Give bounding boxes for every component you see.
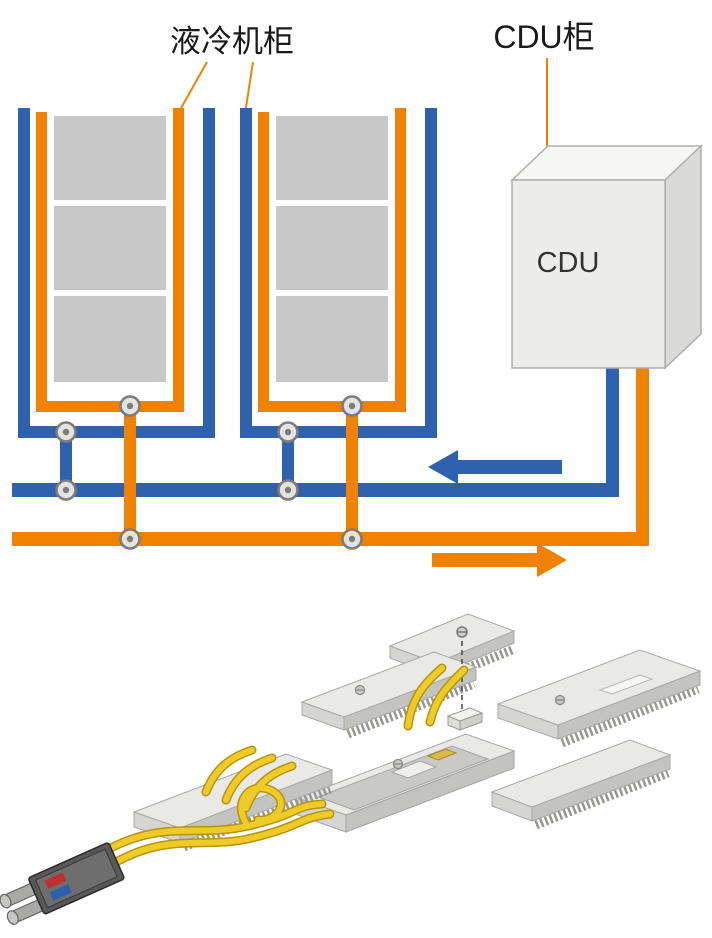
hose (427, 667, 467, 725)
red-port-mark (44, 872, 67, 889)
valve-icon (55, 479, 77, 501)
cdu-cabinet-label: CDU柜 (493, 19, 594, 55)
screw-icon (456, 626, 468, 638)
cabinet2-orange-drop-pipe (346, 412, 358, 532)
supply-flow-arrow-left-icon (428, 450, 562, 484)
valve-icon (119, 528, 141, 550)
hose (238, 784, 284, 829)
hose (203, 747, 255, 795)
blue-supply-main-line (12, 483, 619, 497)
cabinet-2 (240, 108, 437, 532)
server-module-illustration (0, 613, 702, 925)
orange-return-main-line (12, 532, 649, 546)
valve-icons (55, 395, 363, 550)
cabinet-label: 液冷机柜 (170, 24, 294, 59)
screw-icon (392, 758, 404, 770)
quick-connector (0, 842, 125, 925)
screw-icon (354, 684, 366, 696)
cdu-blue-riser-pipe (606, 368, 619, 497)
server-blocks (54, 116, 166, 382)
cdu-box-label: CDU (537, 247, 600, 279)
blue-port-mark (49, 884, 72, 901)
chassis-tray (296, 733, 516, 833)
hose (103, 811, 333, 871)
valve-icon (341, 395, 363, 417)
inline-connector (446, 707, 484, 731)
cabinet1-orange-drop-pipe (124, 412, 136, 532)
return-flow-arrow-right-icon (432, 543, 567, 577)
cabinet-label-leader-lines (179, 61, 254, 115)
hose (243, 763, 295, 811)
valve-icon (55, 421, 77, 443)
cabinet1-blue-drop-pipe (60, 438, 72, 483)
cabinet2-blue-drop-pipe (282, 438, 294, 483)
coolant-hoses (95, 663, 469, 873)
screw-icon (554, 694, 566, 706)
valve-icon (277, 479, 299, 501)
cdu-box: CDU (510, 144, 703, 370)
cabinet-1 (18, 108, 215, 532)
hose (97, 801, 325, 857)
cold-plate-board (490, 739, 672, 830)
valve-icon (119, 395, 141, 417)
hose (405, 665, 445, 729)
valve-icon (341, 528, 363, 550)
cold-plate-board (496, 649, 702, 748)
server-blocks (276, 116, 388, 382)
hose (223, 755, 275, 803)
valve-icon (277, 421, 299, 443)
cdu-orange-riser-pipe (636, 368, 649, 546)
